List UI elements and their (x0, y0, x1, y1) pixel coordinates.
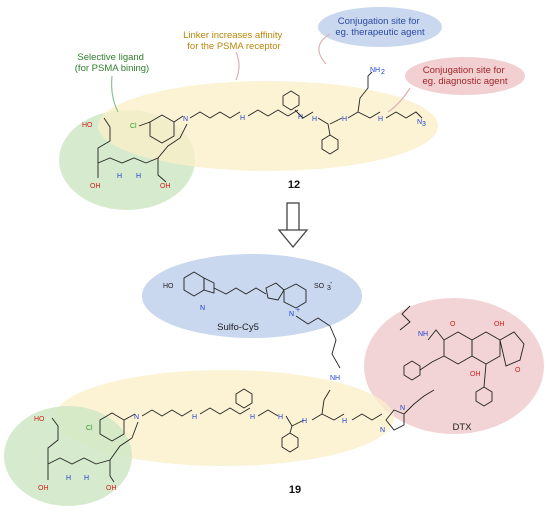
svg-text:H: H (192, 414, 197, 421)
svg-text:H: H (342, 418, 347, 425)
svg-text:-: - (330, 280, 333, 287)
conj-diagnostic-label: Conjugation site for eg. diagnostic agen… (422, 65, 507, 87)
svg-text:N: N (417, 119, 422, 126)
dtx-label: DTX (453, 422, 473, 433)
svg-text:+: + (296, 307, 300, 314)
svg-text:NH: NH (330, 375, 340, 382)
svg-text:OH: OH (106, 485, 117, 492)
svg-text:H: H (298, 114, 303, 121)
svg-text:O: O (515, 367, 521, 374)
reaction-arrow (277, 202, 309, 249)
svg-text:2: 2 (381, 69, 385, 76)
conj-diagnostic-bubble (405, 57, 525, 95)
arrow-ligand (111, 75, 119, 113)
svg-text:HO: HO (163, 283, 174, 290)
linker-region-bottom (54, 370, 394, 466)
svg-text:H: H (302, 418, 307, 425)
compound-19-structure: HO N N + SO 3 - NH Cl N HO H H OH OH H H (34, 271, 525, 492)
arrow-linker (235, 51, 240, 81)
svg-text:OH: OH (494, 321, 505, 328)
svg-text:OH: OH (90, 183, 101, 190)
sulfo-cy5-region (142, 254, 362, 338)
svg-text:H: H (240, 115, 245, 122)
arrow-diagnostic (387, 87, 411, 113)
svg-text:HO: HO (82, 122, 93, 129)
svg-text:N: N (380, 427, 385, 434)
conj-therapeutic-bubble (318, 7, 442, 47)
svg-text:OH: OH (38, 485, 49, 492)
svg-text:H: H (66, 475, 71, 482)
dtx-region (364, 298, 544, 434)
svg-text:N: N (289, 311, 294, 318)
linker-label: Linker increases affinity for the PSMA r… (183, 30, 285, 52)
svg-text:HO: HO (34, 416, 45, 423)
svg-text:OH: OH (470, 371, 481, 378)
svg-text:3: 3 (327, 285, 331, 292)
svg-text:H: H (342, 116, 347, 123)
svg-text:N: N (200, 305, 205, 312)
svg-text:O: O (450, 321, 456, 328)
svg-text:N: N (183, 116, 188, 123)
svg-text:H: H (250, 414, 255, 421)
sulfo-cy5-label: Sulfo-Cy5 (217, 322, 259, 333)
svg-text:H: H (312, 116, 317, 123)
svg-text:H: H (117, 173, 122, 180)
svg-text:H: H (278, 414, 283, 421)
linker-region-top (98, 81, 438, 171)
conj-therapeutic-label: Conjugation site for eg. therapeutic age… (335, 16, 425, 38)
compound-12-structure: Cl N HO H H OH OH H H H H NH 2 H N (82, 67, 426, 190)
svg-text:H: H (84, 475, 89, 482)
arrow-therapeutic (318, 33, 331, 65)
svg-text:Cl: Cl (86, 425, 93, 432)
selective-ligand-label: Selective ligand (for PSMA bining) (75, 52, 149, 74)
svg-text:N: N (134, 414, 139, 421)
svg-text:N: N (400, 405, 405, 412)
svg-text:SO: SO (314, 283, 325, 290)
svg-text:3: 3 (422, 121, 426, 128)
svg-text:H: H (378, 116, 383, 123)
svg-text:OH: OH (160, 183, 171, 190)
svg-text:Cl: Cl (130, 123, 137, 130)
svg-text:NH: NH (370, 67, 380, 74)
compound-number-12: 12 (288, 179, 300, 191)
compound-number-19: 19 (289, 484, 301, 496)
svg-text:H: H (136, 173, 141, 180)
svg-text:NH: NH (418, 331, 428, 338)
